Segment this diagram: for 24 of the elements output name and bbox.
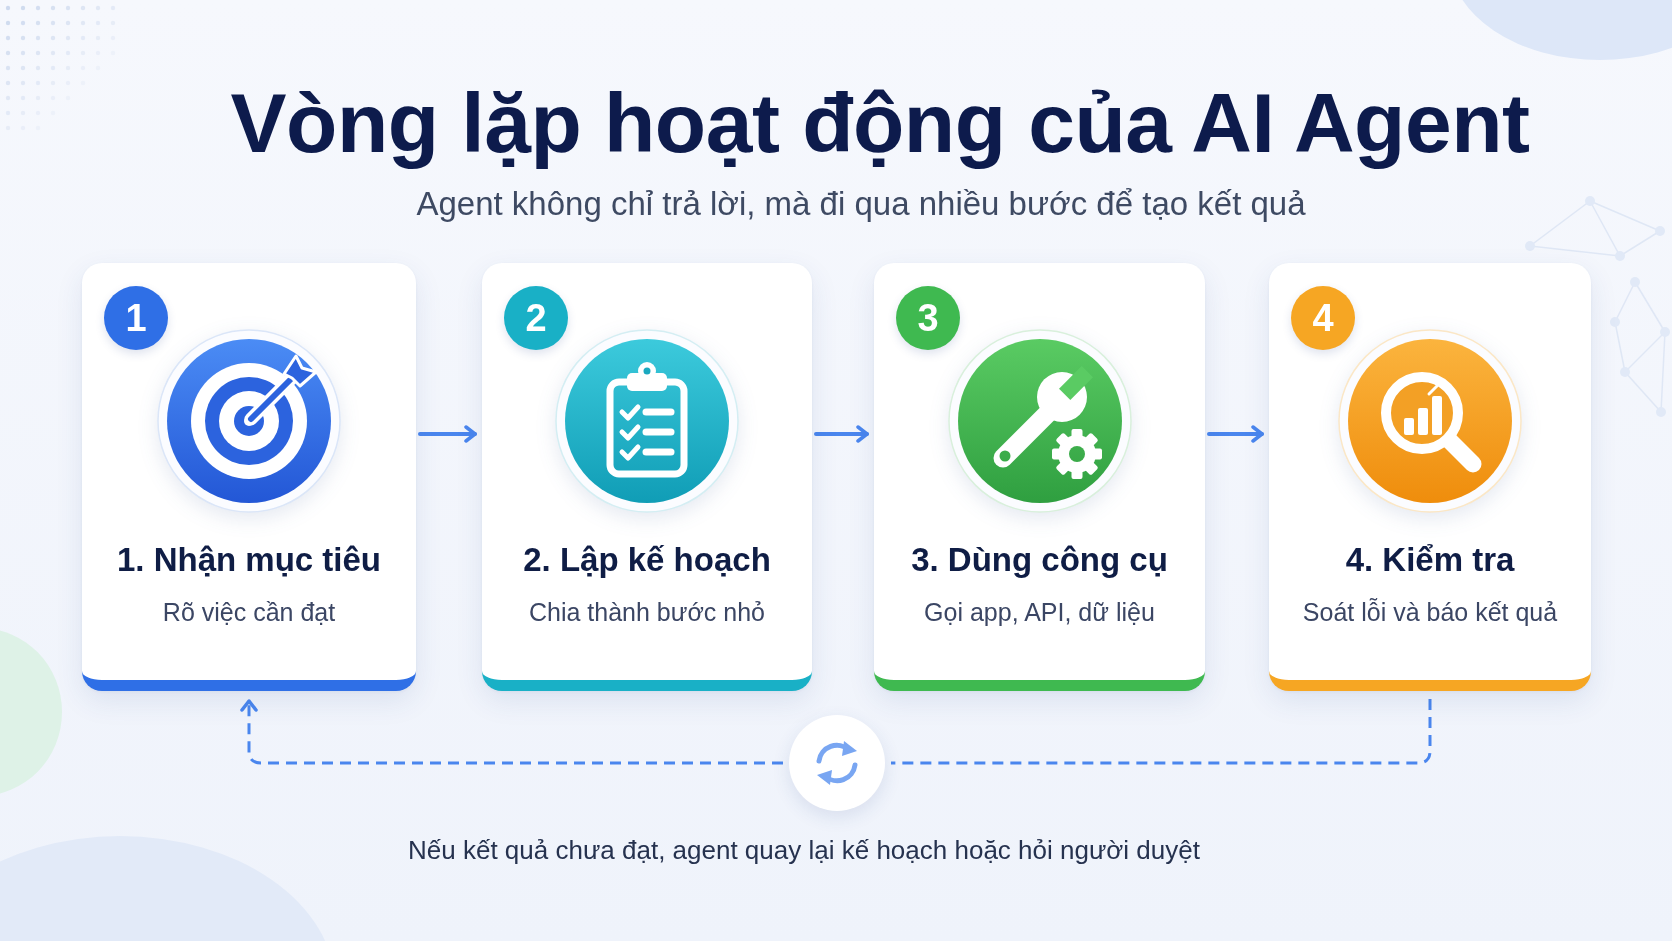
number-badge: 4: [1291, 286, 1355, 350]
dashed-arrow: [240, 699, 783, 765]
dashed-connector: [891, 699, 1432, 765]
step-description: Soát lỗi và báo kết quả: [1302, 597, 1558, 627]
arrow: [1207, 425, 1264, 443]
arrow: [814, 425, 869, 443]
title: Vòng lặp hoạt động của AI Agent: [229, 76, 1531, 170]
step-title: 3. Dùng công cụ: [911, 540, 1168, 580]
step-title: 1. Nhận mục tiêu: [116, 540, 382, 580]
caption: Nếu kết quả chưa đạt, agent quay lại kế hoạch hoặc hỏi người duyệt: [408, 835, 1200, 865]
step-description: Gọi app, API, dữ liệu: [924, 597, 1155, 627]
number-badge: 1: [104, 286, 168, 350]
step-card: [482, 263, 812, 691]
arrow: [418, 425, 477, 443]
number-badge: 3: [896, 286, 960, 350]
step-description: Chia thành bước nhỏ: [528, 597, 766, 627]
step-title: 4. Kiểm tra: [1345, 540, 1515, 580]
subtitle: Agent không chỉ trả lời, mà đi qua nhiều bước để tạo kết quả: [416, 185, 1306, 222]
step-card: [874, 263, 1205, 691]
step-card: [1269, 263, 1591, 691]
number-badge: 2: [504, 286, 568, 350]
step-title: 2. Lập kế hoạch: [523, 540, 771, 580]
step-card: [82, 263, 416, 691]
step-description: Rõ việc cần đạt: [162, 597, 336, 627]
